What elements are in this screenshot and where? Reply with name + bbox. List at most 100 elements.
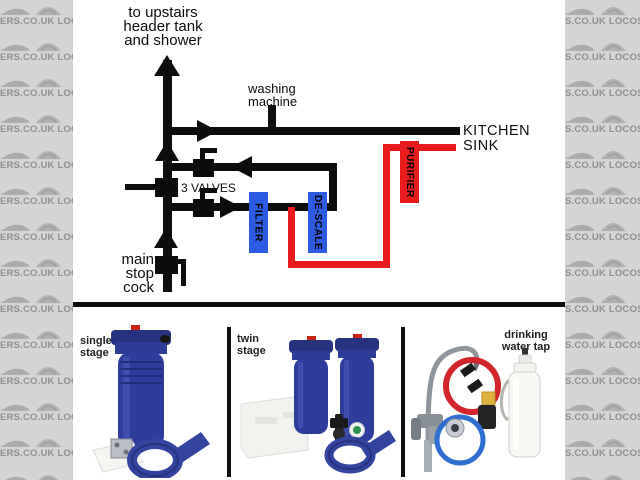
- locost-logo-icon: [1, 439, 62, 448]
- section-divider: [73, 302, 565, 307]
- label-drinking-water-tap: drinking water tap: [501, 329, 551, 353]
- pipe-kitchen-horizontal: [167, 127, 460, 135]
- watermark-tile: S.CO.UK LOCOST: [565, 360, 640, 396]
- locost-logo-icon: [566, 403, 627, 412]
- filter-housing-icon: [289, 336, 333, 434]
- pipe-purified-tee-vertical: [288, 207, 295, 263]
- watermark-strip-right: S.CO.UK LOCOST S.CO.UK LOCOST S.CO.UK LOCO…: [565, 0, 640, 480]
- label-washing-machine: washing machine: [248, 81, 298, 109]
- watermark-text: S.CO.UK LOCOST: [565, 52, 640, 63]
- label-twin-stage: twin stage: [237, 333, 266, 357]
- filter-spanner-icon: [324, 430, 396, 474]
- twin-stage-photo: [240, 334, 396, 474]
- locost-logo-icon: [566, 7, 627, 16]
- locost-logo-icon: [1, 79, 62, 88]
- blue-tubing-coil-icon: [434, 414, 486, 466]
- valve-branch-body: [193, 199, 214, 217]
- watermark-tile: S.CO.UK LOCOST: [565, 468, 640, 480]
- watermark-text: S.CO.UK LOCOST: [565, 304, 640, 315]
- watermark-tile: S.CO.UK LOCOST: [565, 144, 640, 180]
- locost-logo-icon: [1, 259, 62, 268]
- watermark-tile: S.CO.UK LOCOST: [565, 324, 640, 360]
- watermark-text: S.CO.UK LOCOST: [565, 412, 640, 423]
- pipe-purified-riser: [383, 146, 390, 268]
- arrow-right-icon: [220, 196, 241, 218]
- locost-logo-icon: [1, 403, 62, 412]
- valve-bypass-handle: [125, 184, 155, 190]
- watermark-tile: ERS.CO.UK LOC: [0, 0, 73, 36]
- panel-separator: [401, 327, 405, 477]
- purifier-unit: PURIFIER: [400, 141, 419, 203]
- watermark-tile: ERS.CO.UK LOC: [0, 72, 73, 108]
- filter-spanner-icon: [127, 432, 210, 478]
- locost-logo-icon: [566, 79, 627, 88]
- watermark-text: ERS.CO.UK LOC: [0, 232, 73, 243]
- brass-fitting-icon: [481, 391, 496, 406]
- drinking-water-tap-photo: [411, 345, 541, 472]
- watermark-text: ERS.CO.UK LOC: [0, 268, 73, 279]
- locost-logo-icon: [1, 367, 62, 376]
- arrow-up-icon: [154, 228, 178, 248]
- tee-fitting-icon: [330, 414, 348, 445]
- watermark-tile: ERS.CO.UK LOC: [0, 108, 73, 144]
- locost-logo-icon: [566, 43, 627, 52]
- watermark-text: ERS.CO.UK LOC: [0, 196, 73, 207]
- stop-cock-handle: [181, 262, 186, 286]
- valve-bypass-body: [155, 178, 178, 197]
- valve-fitting-icon: [478, 405, 496, 429]
- watermark-tile: S.CO.UK LOCOST: [565, 72, 640, 108]
- locost-logo-icon: [1, 151, 62, 160]
- watermark-tile: ERS.CO.UK LOC: [0, 144, 73, 180]
- watermark-tile: ERS.CO.UK LOC: [0, 468, 73, 480]
- watermark-text: ERS.CO.UK LOC: [0, 88, 73, 99]
- locost-logo-icon: [1, 187, 62, 196]
- valve-branch-handle: [200, 191, 205, 200]
- watermark-tile: ERS.CO.UK LOC: [0, 396, 73, 432]
- filter-housing-icon: [335, 334, 379, 442]
- watermark-text: S.CO.UK LOCOST: [565, 448, 640, 459]
- valve-return-body: [193, 159, 214, 177]
- watermark-strip-left: ERS.CO.UK LOC ERS.CO.UK LOC ERS.CO.UK LOC E…: [0, 0, 73, 480]
- watermark-tile: S.CO.UK LOCOST: [565, 252, 640, 288]
- panel-separator: [227, 327, 231, 477]
- watermark-text: ERS.CO.UK LOC: [0, 16, 73, 27]
- watermark-text: S.CO.UK LOCOST: [565, 268, 640, 279]
- locost-logo-icon: [566, 295, 627, 304]
- locost-logo-icon: [566, 187, 627, 196]
- watermark-text: S.CO.UK LOCOST: [565, 160, 640, 171]
- locost-logo-icon: [570, 475, 624, 480]
- locost-logo-icon: [566, 223, 627, 232]
- watermark-text: ERS.CO.UK LOC: [0, 160, 73, 171]
- arrow-right-icon: [197, 120, 218, 142]
- watermark-tile: S.CO.UK LOCOST: [565, 432, 640, 468]
- pipe-washing-machine-stub: [268, 105, 276, 129]
- watermark-text: ERS.CO.UK LOC: [0, 376, 73, 387]
- watermark-text: ERS.CO.UK LOC: [0, 412, 73, 423]
- watermark-tile: ERS.CO.UK LOC: [0, 180, 73, 216]
- locost-logo-icon: [566, 439, 627, 448]
- watermark-tile: S.CO.UK LOCOST: [565, 0, 640, 36]
- locost-logo-icon: [566, 259, 627, 268]
- valve-return-handle: [200, 151, 205, 160]
- watermark-text: S.CO.UK LOCOST: [565, 376, 640, 387]
- watermark-text: S.CO.UK LOCOST: [565, 16, 640, 27]
- watermark-tile: ERS.CO.UK LOC: [0, 36, 73, 72]
- inline-cartridge-icon: [499, 348, 541, 458]
- pipe-purified-top: [383, 144, 456, 151]
- watermark-text: S.CO.UK LOCOST: [565, 196, 640, 207]
- pipe-loop-vertical: [329, 163, 337, 211]
- red-tubing-coil-icon: [443, 357, 501, 415]
- locost-logo-icon: [5, 475, 59, 480]
- watermark-tile: ERS.CO.UK LOC: [0, 324, 73, 360]
- watermark-tile: S.CO.UK LOCOST: [565, 180, 640, 216]
- watermark-tile: S.CO.UK LOCOST: [565, 288, 640, 324]
- watermark-text: ERS.CO.UK LOC: [0, 448, 73, 459]
- valve-branch-handle: [200, 188, 217, 193]
- watermark-text: ERS.CO.UK LOC: [0, 52, 73, 63]
- watermark-text: S.CO.UK LOCOST: [565, 340, 640, 351]
- valve-return-handle: [200, 148, 217, 153]
- watermark-tile: ERS.CO.UK LOC: [0, 432, 73, 468]
- arrow-left-icon: [231, 156, 252, 178]
- pressure-button-icon: [131, 325, 140, 332]
